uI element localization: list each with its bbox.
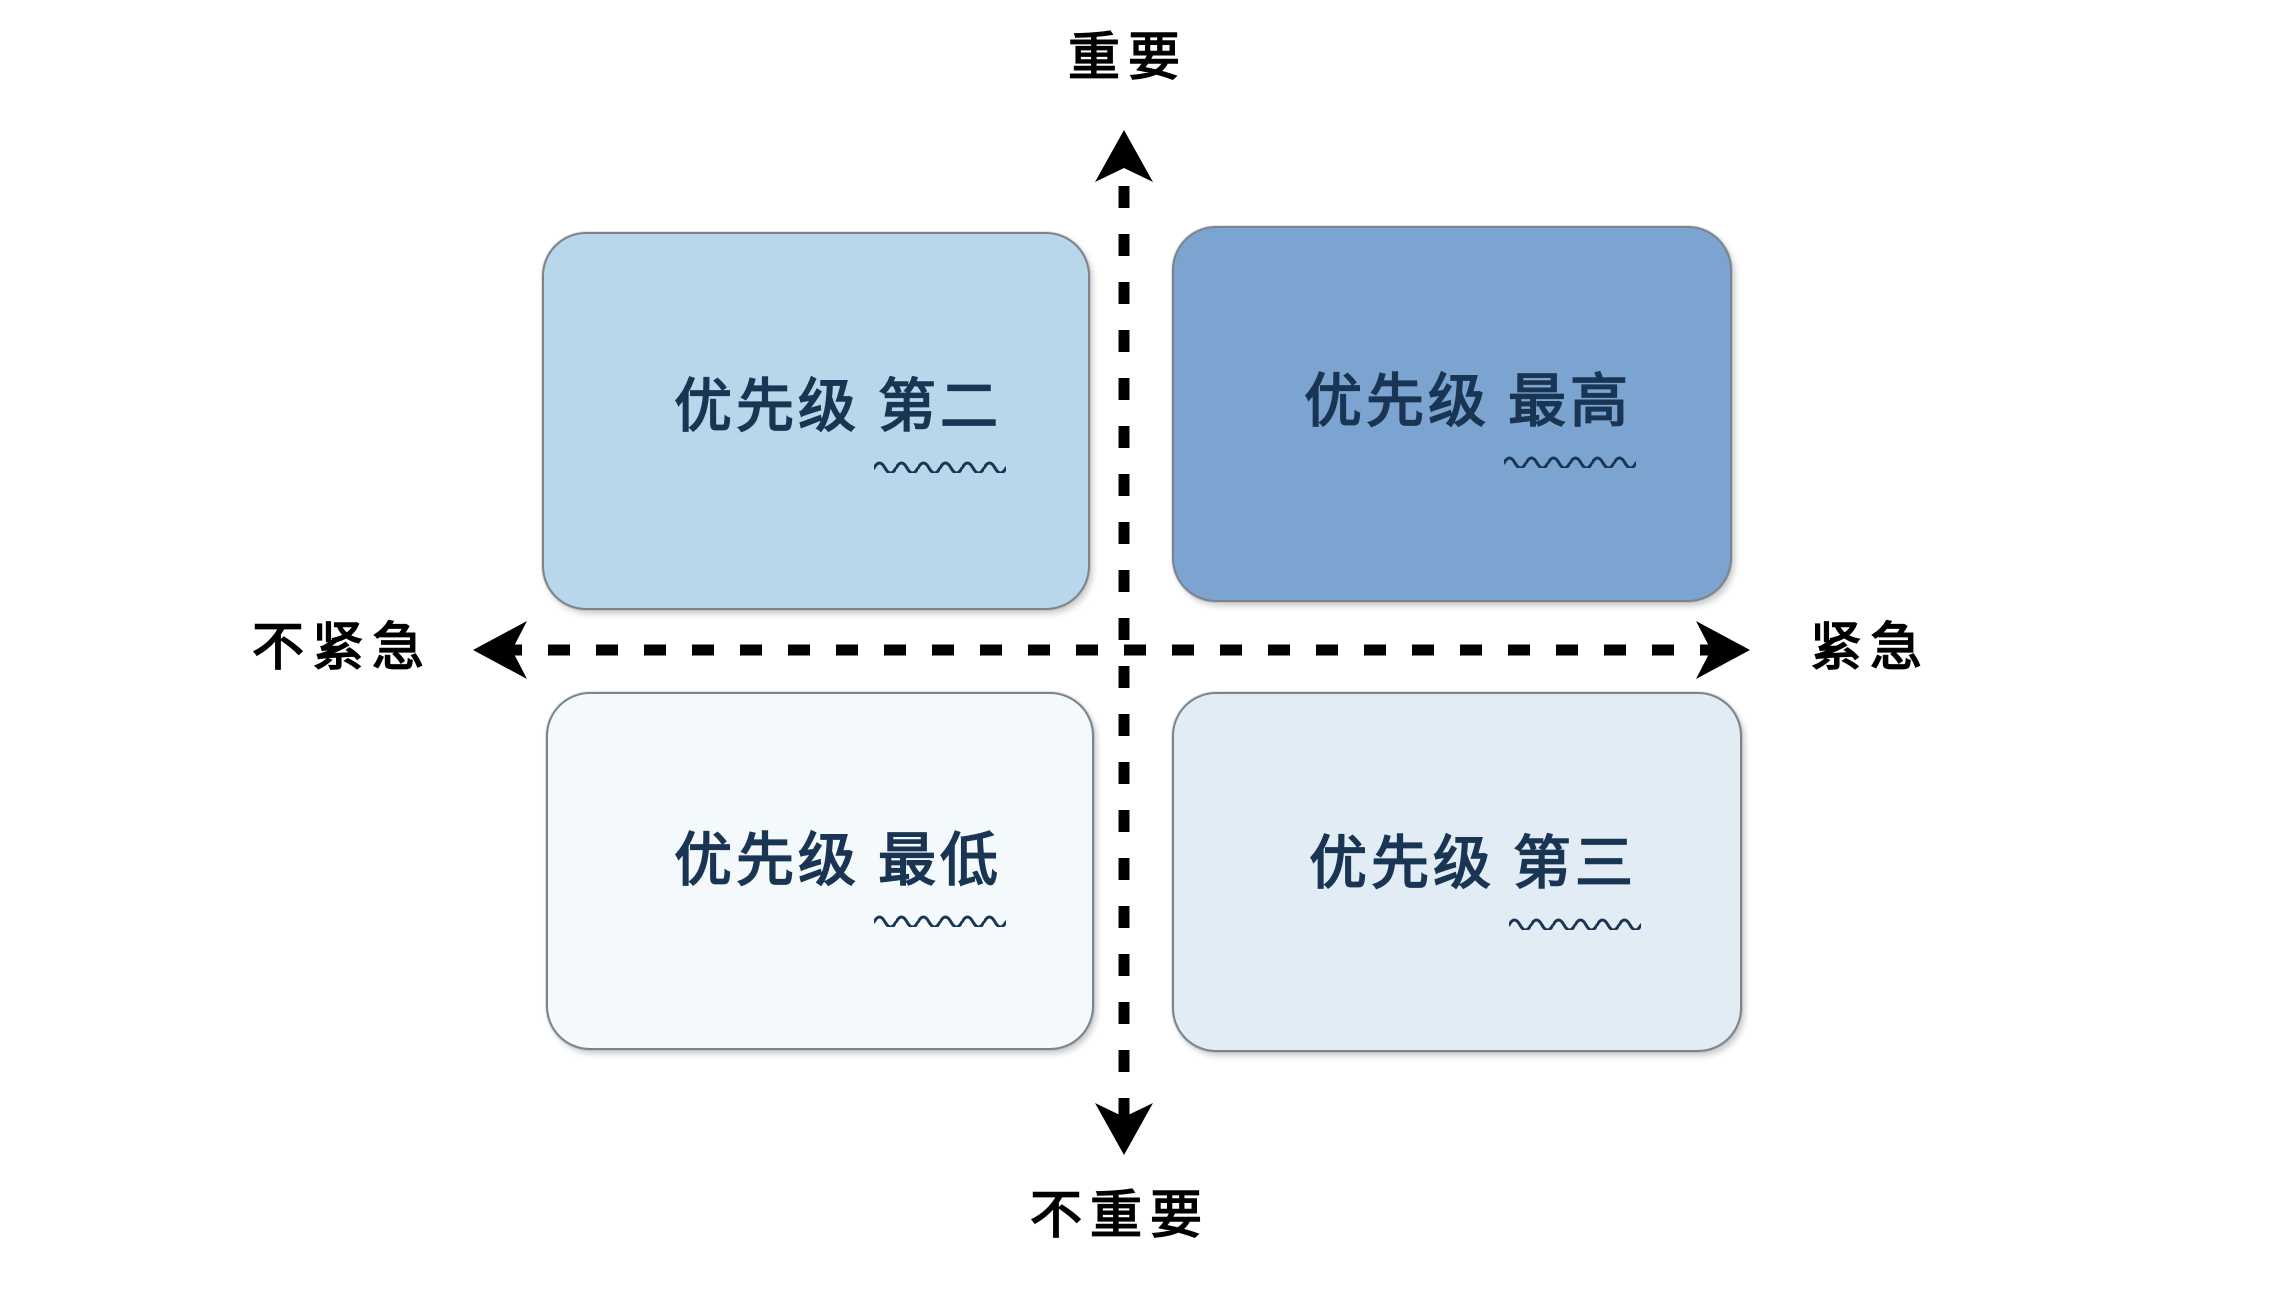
- quadrant-emphasis: 第二: [873, 359, 1007, 473]
- quadrant-not-important-not-urgent[interactable]: 优先级最低: [546, 692, 1094, 1050]
- quadrant-emphasis: 最低: [873, 813, 1007, 927]
- axis-label-not-important: 不重要: [1030, 1186, 1211, 1246]
- quadrant-emphasis: 第三: [1508, 816, 1642, 930]
- quadrant-not-important-urgent[interactable]: 优先级第三: [1172, 692, 1742, 1052]
- axis-label-not-urgent: 不紧急: [252, 618, 433, 678]
- quadrant-prefix: 优先级: [1303, 367, 1490, 435]
- arrowhead-right: [1696, 621, 1750, 679]
- quadrant-label: 优先级第二: [673, 359, 1007, 473]
- axis-label-urgent: 紧急: [1810, 618, 1931, 678]
- arrowhead-up: [1095, 130, 1153, 182]
- arrowhead-left: [473, 621, 527, 679]
- quadrant-important-urgent[interactable]: 优先级最高: [1172, 226, 1732, 602]
- quadrant-prefix: 优先级: [673, 826, 860, 894]
- quadrant-label: 优先级第三: [1308, 816, 1642, 930]
- quadrant-important-not-urgent[interactable]: 优先级第二: [542, 232, 1090, 610]
- axis-label-important: 重要: [1068, 28, 1189, 88]
- quadrant-prefix: 优先级: [1308, 829, 1495, 897]
- quadrant-label: 优先级最低: [673, 813, 1007, 927]
- arrowhead-down: [1095, 1103, 1153, 1155]
- quadrant-emphasis: 最高: [1503, 354, 1637, 468]
- quadrant-label: 优先级最高: [1303, 354, 1637, 468]
- quadrant-prefix: 优先级: [673, 372, 860, 440]
